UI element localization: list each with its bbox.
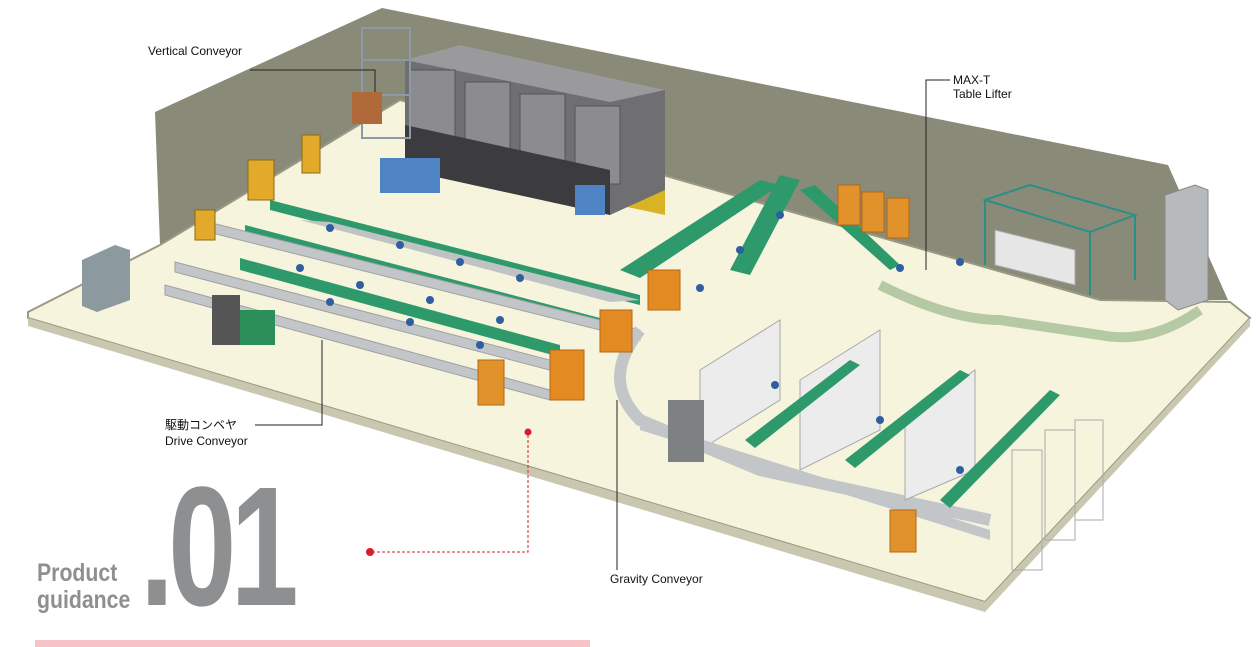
totes <box>296 211 964 474</box>
roll-cages <box>477 184 917 553</box>
blue-carts <box>380 158 605 215</box>
heading-guidance: guidance <box>37 586 131 614</box>
heading-product: Product <box>37 559 118 587</box>
orange-stations <box>549 269 681 401</box>
label-vertical-conveyor: Vertical Conveyor <box>148 44 243 58</box>
label-drive-conveyor-jp: 駆動コンベヤ <box>165 418 238 432</box>
box <box>352 92 382 124</box>
red-dotted-line <box>372 432 529 553</box>
label-max-t: MAX-T <box>953 73 991 87</box>
robot-arms <box>194 134 321 241</box>
label-gravity-conveyor: Gravity Conveyor <box>610 572 703 586</box>
control-cabinet <box>82 245 130 312</box>
leader-lines <box>250 69 950 570</box>
heading-number: .01 <box>140 452 299 642</box>
label-drive-conveyor: Drive Conveyor <box>165 434 248 448</box>
tall-machine <box>1164 184 1209 311</box>
incline-conveyors <box>620 175 900 278</box>
bottom-banner-fade <box>35 640 590 647</box>
right-enclosure <box>981 183 1139 295</box>
cart-racks <box>1011 419 1104 571</box>
red-dot-end <box>524 428 532 436</box>
forklift <box>212 295 240 345</box>
picking-conveyors <box>745 360 1060 508</box>
gray-machine <box>668 400 704 462</box>
red-dot-start <box>366 548 374 556</box>
automated-storage-racks <box>405 45 665 215</box>
label-table-lifter: Table Lifter <box>953 87 1012 101</box>
